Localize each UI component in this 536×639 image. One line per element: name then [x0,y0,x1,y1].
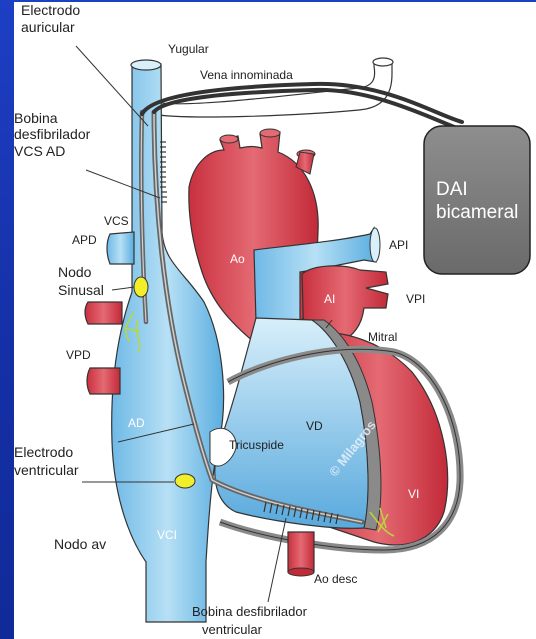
aorta-descendens [288,532,314,572]
label-vena-innominada: Vena innominada [200,68,293,82]
label-electrodo-auricular-2: auricular [21,19,75,36]
yugular-end [131,60,161,70]
label-vcs: VCS [104,214,129,228]
vpd-vessel-bottom [87,368,120,394]
label-electrodo-ventricular-2: ventricular [14,462,79,479]
label-bobina-vcs-2: desfibrilador [14,126,90,143]
label-yugular: Yugular [168,42,209,56]
label-vci: VCI [157,528,177,542]
label-bobina-vcs-3: VCS AD [14,143,65,160]
label-ai: AI [324,292,335,306]
label-api: API [389,238,408,252]
nodo-av [175,474,195,488]
label-electrodo-ventricular-1: Electrodo [14,444,73,461]
label-vd: VD [306,419,323,433]
label-vi: VI [408,487,419,501]
apd-vessel [107,232,134,264]
label-bobina-ventricular-1: Bobina desfibrilador [192,604,307,619]
nodo-sinusal [134,277,148,297]
api-end [370,228,380,262]
label-nodo-av: Nodo av [54,536,106,553]
label-apd: APD [72,233,97,247]
label-ao: Ao [230,252,245,266]
label-ad: AD [128,416,145,430]
label-dai: DAI [436,178,468,201]
label-ao-desc: Ao desc [314,572,357,586]
aorta-branch-1 [220,135,238,143]
label-bobina-ventricular-2: ventricular [202,622,262,637]
label-tricuspide: Tricuspide [229,438,284,452]
label-electrodo-auricular-1: Electrodo [21,2,80,19]
label-dai-bicameral: bicameral [436,201,518,224]
label-nodo-sinusal-1: Nodo [58,264,91,281]
aorta-branch-2 [260,129,280,137]
label-nodo-sinusal-2: Sinusal [58,282,104,299]
label-mitral: Mitral [368,330,397,344]
label-vpi: VPI [406,292,425,306]
heart-diagram: Electrodo auricular Yugular Vena innomin… [14,2,536,639]
label-vpd: VPD [66,348,91,362]
label-bobina-vcs-1: Bobina [14,110,58,127]
vpd-vessel-top [85,302,122,324]
vena-innominada-end [373,58,393,66]
